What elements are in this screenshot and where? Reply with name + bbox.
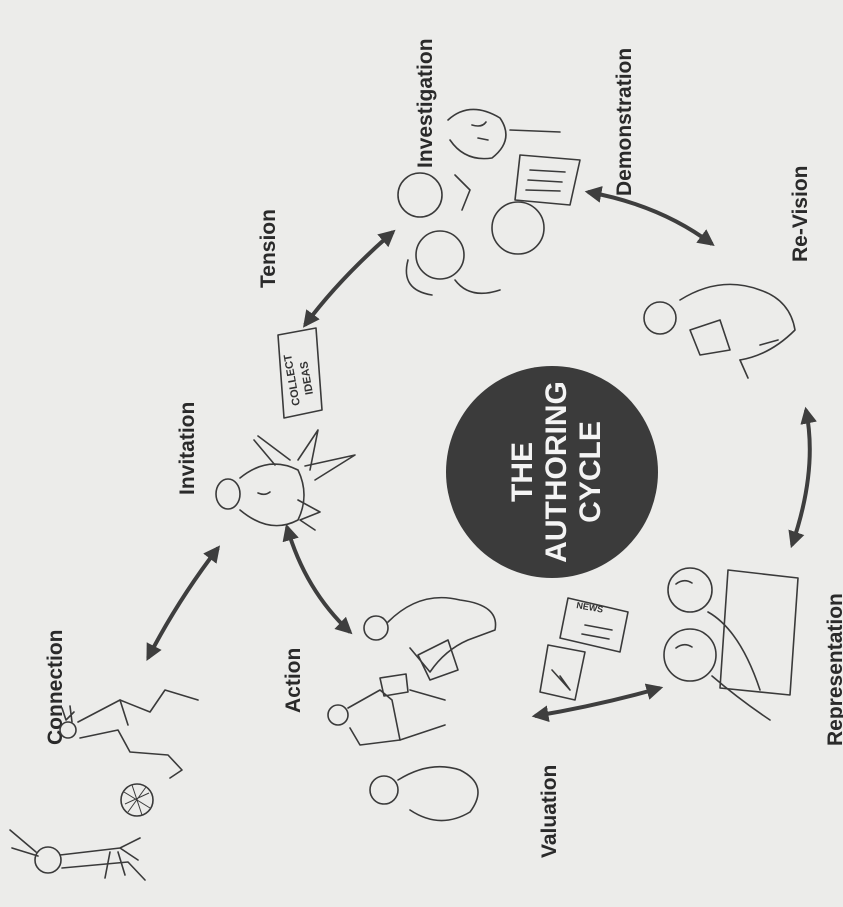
sketch-invitation-creature [215,429,356,531]
label-tension: Tension [257,209,280,288]
label-connection: Connection [44,630,67,746]
center-title-line2: AUTHORING [540,381,573,563]
arrow-invitation-action [282,523,353,635]
ball-sketch [120,783,154,817]
collect-ideas-line2: IDEAS [298,360,316,395]
label-action: Action [282,648,305,713]
arrow-representation-valuation [531,683,664,723]
label-revision: Re-Vision [789,166,812,262]
sketch-valuation-news: NEWS [539,597,629,701]
sketch-investigation-group [397,108,581,296]
center-title-line1: THE [506,442,539,502]
arrow-demonstration-revision [584,186,715,247]
sketch-revision-writer [643,283,796,379]
center-title-line3: CYCLE [574,421,607,523]
label-investigation: Investigation [414,38,437,168]
collect-ideas-line1: COLLECT [282,353,303,407]
label-invitation: Invitation [176,402,199,495]
label-representation: Representation [824,593,843,746]
center-circle [446,366,658,578]
sketch-representation-pair [663,567,799,721]
arrow-connection-invitation [146,545,221,661]
sketch-action-workers [327,596,497,822]
label-demonstration: Demonstration [613,48,636,196]
label-valuation: Valuation [538,765,561,858]
news-label: NEWS [576,600,604,615]
sketch-connection [9,689,199,881]
figure-diver-sketch [59,689,199,779]
arrow-tension-investigation [302,229,396,328]
sketch-collect-ideas-note: COLLECT IDEAS [277,327,323,419]
arrow-revision-representation [788,406,817,549]
figure-thrower-sketch [9,829,146,881]
